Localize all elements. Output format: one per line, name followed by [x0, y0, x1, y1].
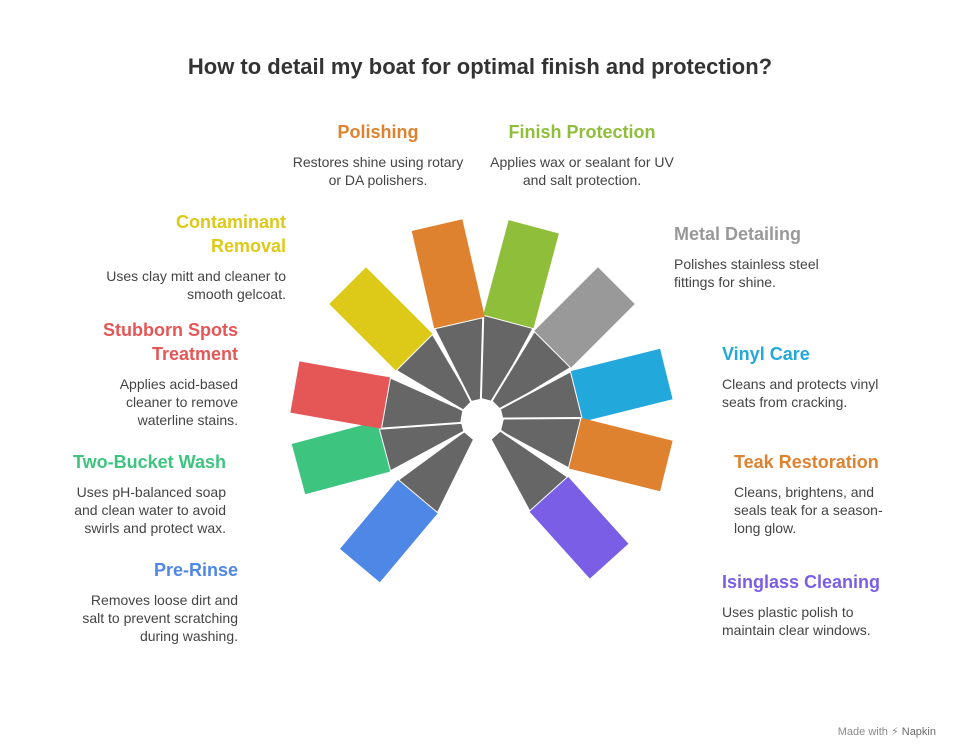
step-heading: Stubborn Spots Treatment	[103, 320, 238, 364]
step-description: Uses clay mitt and cleaner to smooth gel…	[106, 268, 286, 302]
wheel-band-pre-rinse	[339, 479, 438, 583]
step-stubborn-spots-treatment: Stubborn Spots Treatment Applies acid-ba…	[88, 318, 238, 429]
step-heading: Teak Restoration	[734, 452, 879, 472]
step-pre-rinse: Pre-Rinse Removes loose dirt and salt to…	[58, 558, 238, 645]
step-description: Cleans, brightens, and seals teak for a …	[734, 484, 883, 536]
wheel-band-two-bucket-wash	[291, 421, 391, 495]
step-description: Uses pH-balanced soap and clean water to…	[74, 484, 226, 536]
wheel-band-metal-detailing	[534, 267, 635, 368]
step-heading: Metal Detailing	[674, 224, 802, 244]
step-description: Restores shine using rotary or DA polish…	[292, 154, 464, 188]
step-two-bucket-wash: Two-Bucket Wash Uses pH-balanced soap an…	[40, 450, 226, 537]
wheel-band-polishing	[411, 219, 485, 329]
step-description: Uses plastic polish to maintain clear wi…	[722, 604, 871, 638]
brand-name: Napkin	[901, 726, 936, 738]
step-vinyl-care: Vinyl Care Cleans and protects vinyl sea…	[722, 342, 902, 411]
wheel-band-teak-restoration	[568, 417, 673, 492]
step-heading: Pre-Rinse	[153, 560, 238, 580]
wheel-band-isinglass-cleaning	[529, 476, 629, 579]
wheel-band-contaminant-removal	[329, 267, 433, 371]
step-polishing: Polishing Restores shine using rotary or…	[292, 120, 464, 189]
step-heading: Vinyl Care	[722, 344, 810, 364]
step-heading: Isinglass Cleaning	[722, 572, 881, 592]
step-heading: Polishing	[337, 122, 419, 142]
step-teak-restoration: Teak Restoration Cleans, brightens, and …	[734, 450, 904, 537]
step-description: Cleans and protects vinyl seats from cra…	[722, 376, 879, 410]
wheel-band-finish-protection	[483, 220, 559, 329]
step-finish-protection: Finish Protection Applies wax or sealant…	[487, 120, 677, 189]
step-isinglass-cleaning: Isinglass Cleaning Uses plastic polish t…	[722, 570, 902, 639]
step-description: Applies acid-based cleaner to remove wat…	[119, 376, 238, 428]
step-heading: Contaminant Removal	[176, 212, 286, 256]
step-heading: Finish Protection	[508, 122, 656, 142]
made-with-label: Made with	[837, 726, 888, 738]
step-description: Removes loose dirt and salt to prevent s…	[82, 592, 238, 644]
page-title: How to detail my boat for optimal finish…	[187, 54, 773, 79]
step-metal-detailing: Metal Detailing Polishes stainless steel…	[674, 222, 854, 291]
napkin-logo-icon: ⚡	[890, 726, 899, 738]
step-contaminant-removal: Contaminant Removal Uses clay mitt and c…	[86, 210, 286, 303]
footer-credit: Made with ⚡ Napkin	[838, 725, 936, 738]
wheel-band-vinyl-care	[570, 348, 673, 422]
step-description: Polishes stainless steel fittings for sh…	[674, 256, 819, 290]
step-heading: Two-Bucket Wash	[72, 452, 226, 472]
wheel-band-stubborn-spots-treatment	[290, 361, 391, 429]
step-description: Applies wax or sealant for UV and salt p…	[490, 154, 674, 188]
